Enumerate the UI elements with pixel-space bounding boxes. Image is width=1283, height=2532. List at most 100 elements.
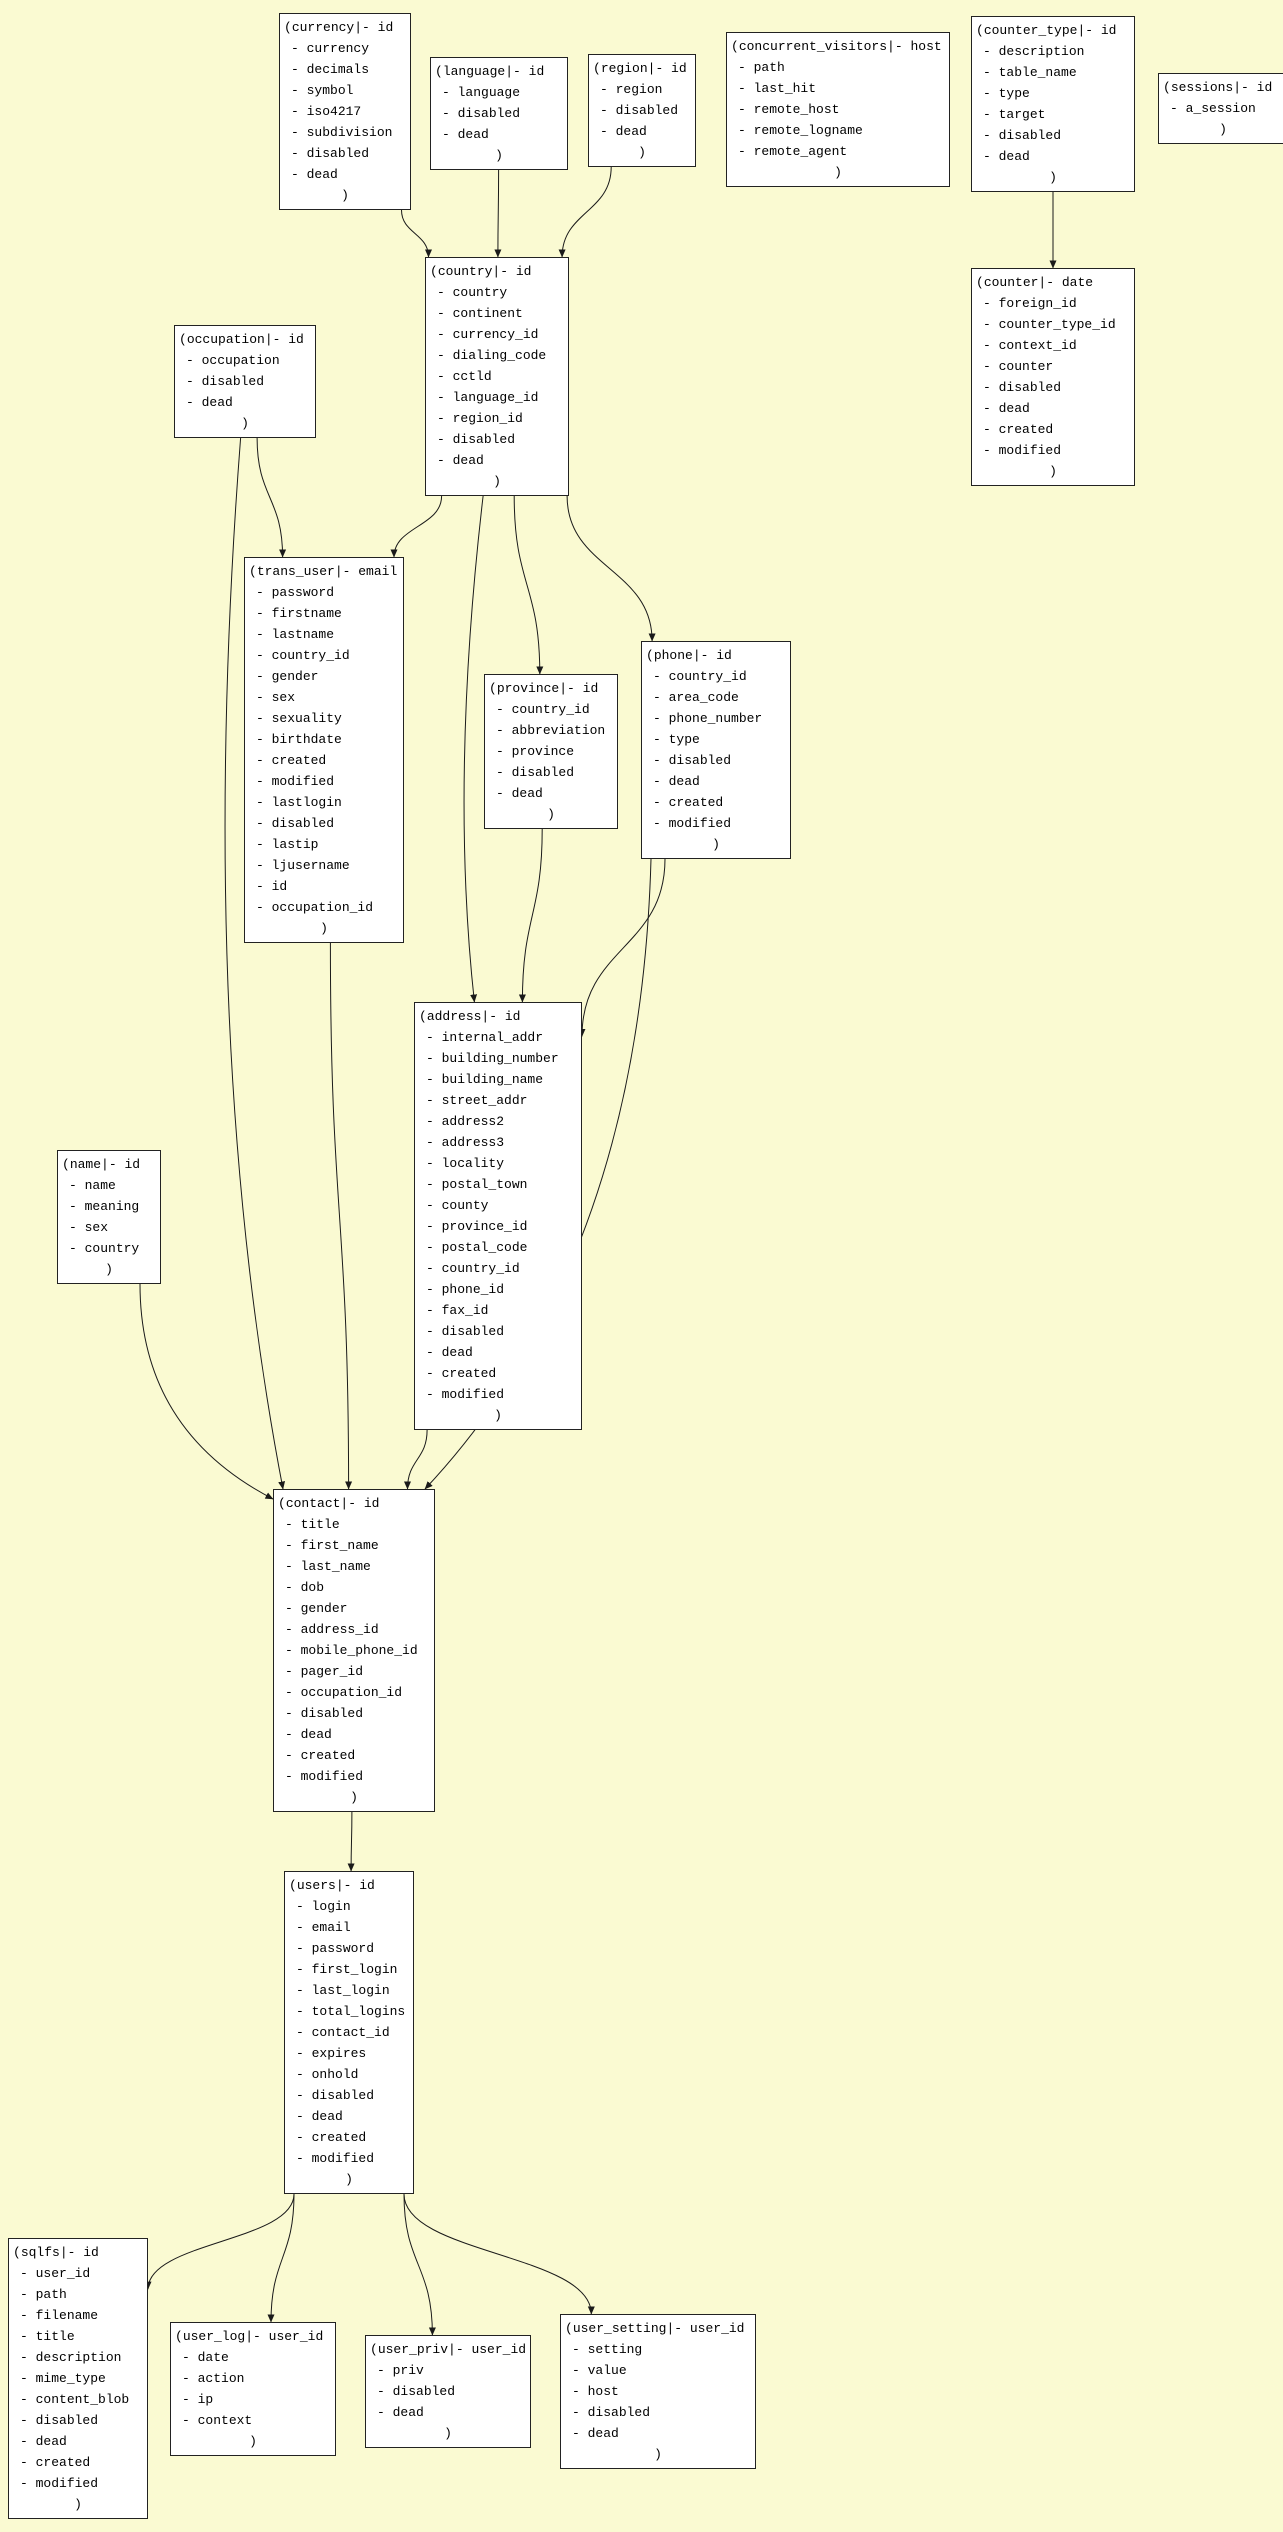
field-name: created: [311, 2130, 367, 2145]
field-prefix: -: [437, 348, 453, 363]
field-prefix: -: [653, 774, 669, 789]
entity-field: - login: [289, 1896, 409, 1917]
entity-field: - dead: [430, 450, 564, 471]
entity-user_setting: (user_setting|- user_id- setting- value-…: [560, 2314, 756, 2469]
field-prefix: -: [653, 732, 669, 747]
entity-field: - modified: [249, 771, 399, 792]
entity-field: - remote_agent: [731, 141, 945, 162]
field-prefix: -: [674, 2321, 690, 2336]
field-name: occupation: [201, 353, 280, 368]
field-prefix: -: [291, 41, 307, 56]
field-prefix: -: [296, 2046, 312, 2061]
entity-field: - setting: [565, 2339, 751, 2360]
open-paren: (: [430, 264, 438, 279]
open-paren: (: [489, 681, 497, 696]
entity-key-field: id: [515, 264, 532, 279]
field-name: postal_town: [441, 1177, 528, 1192]
close-paren: ): [320, 921, 328, 936]
field-prefix: -: [437, 369, 453, 384]
field-name: dead: [998, 401, 1030, 416]
close-paren: ): [74, 2497, 82, 2512]
entity-field: - content_blob: [13, 2389, 143, 2410]
open-paren: (: [278, 1496, 286, 1511]
field-name: phone_id: [441, 1282, 505, 1297]
close-paren: ): [495, 148, 503, 163]
entity-header-contact: (contact|- id: [278, 1493, 430, 1514]
field-prefix: -: [291, 125, 307, 140]
field-name: type: [668, 732, 700, 747]
entity-field: - target: [976, 104, 1130, 125]
entity-field: - disabled: [179, 371, 311, 392]
open-paren: (: [13, 2245, 21, 2260]
entity-field: - subdivision: [284, 122, 406, 143]
entity-field: - remote_logname: [731, 120, 945, 141]
entity-field: - country_id: [646, 666, 786, 687]
entity-field: - province: [489, 741, 613, 762]
field-name: disabled: [587, 2405, 651, 2420]
entity-close-paren: ): [430, 471, 564, 492]
close-paren: ): [1219, 122, 1227, 137]
field-name: disabled: [271, 816, 335, 831]
field-prefix: -: [426, 1114, 442, 1129]
field-prefix: -: [426, 1219, 442, 1234]
field-name: dead: [392, 2405, 424, 2420]
entity-name: region: [600, 61, 648, 76]
field-name: region_id: [452, 411, 523, 426]
field-name: disabled: [452, 432, 516, 447]
field-prefix: -: [256, 879, 272, 894]
field-name: language: [457, 85, 521, 100]
edge-trans_user-to-contact: [329, 942, 353, 1490]
field-name: contact_id: [311, 2025, 390, 2040]
field-prefix: -: [653, 669, 669, 684]
separator: |: [505, 64, 514, 79]
field-prefix: -: [296, 1899, 312, 1914]
field-name: dead: [306, 167, 338, 182]
close-paren: ): [345, 2172, 353, 2187]
field-prefix: -: [572, 2342, 588, 2357]
entity-field: - host: [565, 2381, 751, 2402]
field-prefix: -: [291, 104, 307, 119]
field-name: target: [998, 107, 1046, 122]
entity-name: sqlfs: [20, 2245, 60, 2260]
entity-header-user_setting: (user_setting|- user_id: [565, 2318, 751, 2339]
entity-name: counter: [983, 275, 1039, 290]
entity-field: - gender: [249, 666, 399, 687]
field-prefix: -: [285, 1685, 301, 1700]
field-prefix: -: [348, 1496, 364, 1511]
field-prefix: -: [256, 837, 272, 852]
entity-key-field: id: [363, 1496, 380, 1511]
entity-field: - occupation_id: [278, 1682, 430, 1703]
field-name: title: [35, 2329, 75, 2344]
field-prefix: -: [253, 2329, 269, 2344]
field-prefix: -: [296, 1962, 312, 1977]
field-prefix: -: [426, 1282, 442, 1297]
entity-close-paren: ): [435, 145, 563, 166]
field-prefix: -: [296, 2067, 312, 2082]
field-prefix: -: [426, 1303, 442, 1318]
field-prefix: -: [500, 264, 516, 279]
field-prefix: -: [296, 2151, 312, 2166]
entity-name: (name|- id- name- meaning- sex- country): [57, 1150, 161, 1284]
entity-field: - disabled: [435, 103, 563, 124]
entity-users: (users|- id- login- email- password- fir…: [284, 1871, 414, 2194]
entity-region: (region|- id- region- disabled- dead): [588, 54, 696, 167]
entity-field: - disabled: [646, 750, 786, 771]
field-prefix: -: [426, 1135, 442, 1150]
entity-field: - region_id: [430, 408, 564, 429]
entity-field: - country: [430, 282, 564, 303]
field-name: content_blob: [35, 2392, 130, 2407]
separator: |: [264, 332, 273, 347]
field-prefix: -: [983, 401, 999, 416]
entity-field: - context: [175, 2410, 331, 2431]
entity-name: country: [437, 264, 493, 279]
field-name: pager_id: [300, 1664, 364, 1679]
entity-field: - meaning: [62, 1196, 156, 1217]
field-prefix: -: [496, 744, 512, 759]
field-name: dead: [35, 2434, 67, 2449]
entity-sqlfs: (sqlfs|- id- user_id- path- filename- ti…: [8, 2238, 148, 2519]
entity-field: - address2: [419, 1111, 577, 1132]
open-paren: (: [179, 332, 187, 347]
close-paren: ): [341, 188, 349, 203]
field-prefix: -: [600, 82, 616, 97]
field-name: country: [84, 1241, 140, 1256]
